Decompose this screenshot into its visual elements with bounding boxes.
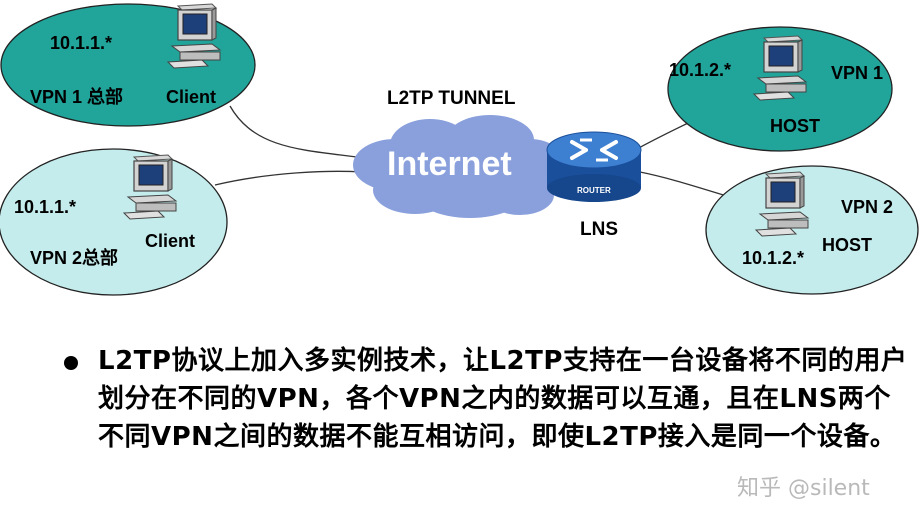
site3-ip-label: 10.1.2.* <box>669 60 732 80</box>
watermark: 知乎 @silent <box>737 476 870 501</box>
site-vpn2-hq <box>0 148 228 296</box>
site4-device-label: HOST <box>822 235 873 255</box>
site4-vpn-label: VPN 2 <box>841 197 894 217</box>
site1-device-label: Client <box>166 87 217 107</box>
bullet-dot-icon <box>64 356 78 370</box>
site-vpn2-branch <box>705 165 919 295</box>
site2-device-label: Client <box>145 231 196 251</box>
site1-ip-label: 10.1.1.* <box>50 33 113 53</box>
tunnel-label: L2TP TUNNEL <box>387 88 516 109</box>
site2-ip-label: 10.1.1.* <box>14 197 77 217</box>
internet-cloud <box>353 115 566 218</box>
internet-label: Internet <box>387 145 512 183</box>
bullet-text: L2TP协议上加入多实例技术，让L2TP支持在一台设备将不同的用户划分在不同的V… <box>98 346 908 452</box>
link-client2 <box>214 170 363 186</box>
site4-ip-label: 10.1.2.* <box>742 248 805 268</box>
lns-label: LNS <box>580 219 618 240</box>
router-icon <box>546 131 642 202</box>
site2-vpn-label: VPN 2总部 <box>30 248 119 268</box>
site3-device-label: HOST <box>770 116 821 136</box>
router-badge: ROUTER <box>577 186 611 195</box>
link-client1 <box>229 105 366 159</box>
site1-vpn-label: VPN 1 总部 <box>30 87 124 107</box>
network-diagram-graphics <box>0 3 919 296</box>
site3-vpn-label: VPN 1 <box>831 63 884 83</box>
network-diagram: 10.1.1.* VPN 1 总部 Client 10.1.1.* VPN 2总… <box>0 3 919 296</box>
